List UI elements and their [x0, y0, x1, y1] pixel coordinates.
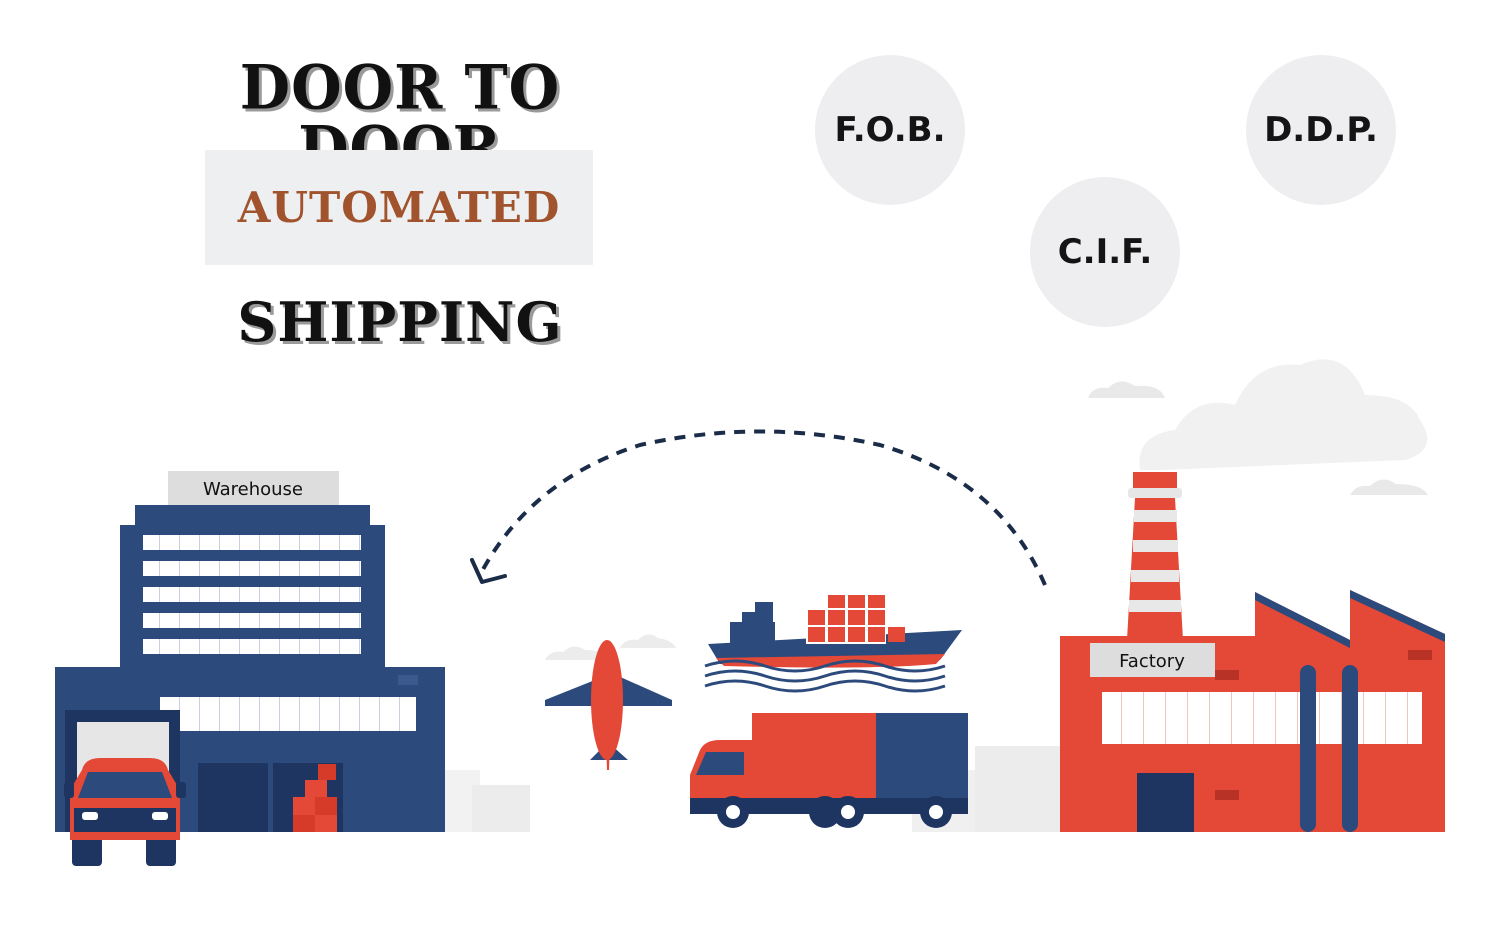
incoterm-cif-badge: C.I.F. [1030, 177, 1180, 327]
headline-shipping: SHIPPING [237, 290, 563, 354]
cargo-truck-icon [690, 713, 968, 828]
smoke-cloud [1139, 359, 1428, 470]
route-arrow [470, 429, 1047, 586]
incoterm-fob-badge: F.O.B. [815, 55, 965, 205]
headline-automated: AUTOMATED [237, 183, 561, 232]
warehouse-label: Warehouse [203, 479, 303, 500]
factory-chimney [1127, 472, 1183, 640]
automated-banner [205, 150, 593, 265]
cloud-icon [545, 381, 1428, 660]
container-ship-icon [704, 595, 962, 693]
warehouse-building: Warehouse [55, 471, 445, 832]
incoterm-ddp-badge: D.D.P. [1246, 55, 1396, 205]
delivery-van-icon [64, 758, 186, 866]
headline-door-to-door: DOOR TO DOOR [239, 51, 561, 185]
factory-label: Factory [1119, 651, 1185, 672]
cargo-boxes [293, 764, 337, 832]
airplane-icon [545, 640, 672, 770]
factory-building: Factory [1060, 472, 1445, 832]
